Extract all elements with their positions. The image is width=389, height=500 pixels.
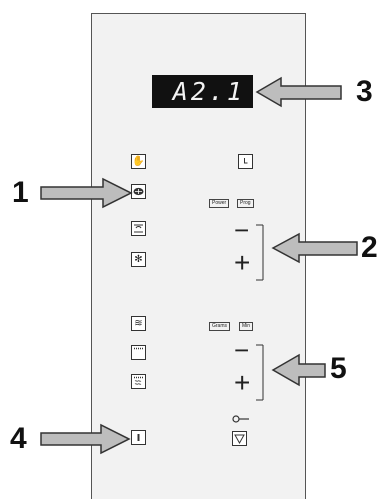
callout-number-4: 4 <box>10 422 27 455</box>
callout-arrow-1 <box>40 177 133 209</box>
callout-arrow-4 <box>40 423 131 455</box>
defrost-icon[interactable]: ✻ <box>131 252 146 267</box>
prog-key[interactable]: Prog <box>237 199 254 208</box>
min-key[interactable]: Min <box>239 322 254 331</box>
clock-icon[interactable] <box>238 154 253 169</box>
callout-number-5: 5 <box>330 352 347 385</box>
callout-arrow-5 <box>271 353 326 387</box>
callout-arrow-3 <box>255 76 342 108</box>
callout-number-3: 3 <box>356 75 373 108</box>
door-open-icon[interactable] <box>232 431 247 446</box>
plus-button-1[interactable]: + <box>234 247 251 278</box>
hand-touch-icon[interactable]: ✋ <box>131 154 146 169</box>
combi-heat-icon[interactable] <box>131 374 146 389</box>
key-lock-icon <box>232 415 249 423</box>
start-stop-icon[interactable] <box>131 430 146 445</box>
minus-button-2[interactable]: − <box>234 335 250 365</box>
power-key[interactable]: Power <box>209 199 230 208</box>
display-readout: A2.1 <box>172 77 245 106</box>
microwave-icon[interactable] <box>131 184 146 199</box>
digital-display: A2.1 <box>152 75 253 108</box>
callout-number-2: 2 <box>361 231 378 264</box>
grams-key[interactable]: Grams <box>209 322 230 331</box>
grill-icon[interactable]: ≋ <box>131 316 146 331</box>
plus-button-2[interactable]: + <box>234 367 251 398</box>
combi-grill-icon[interactable] <box>131 221 146 236</box>
plus-minus-group-1 <box>256 224 264 281</box>
callout-arrow-2 <box>271 232 358 264</box>
callout-number-1: 1 <box>12 176 29 209</box>
plus-minus-group-2 <box>256 344 264 401</box>
minus-button-1[interactable]: − <box>234 215 250 245</box>
top-heat-icon[interactable] <box>131 345 146 360</box>
